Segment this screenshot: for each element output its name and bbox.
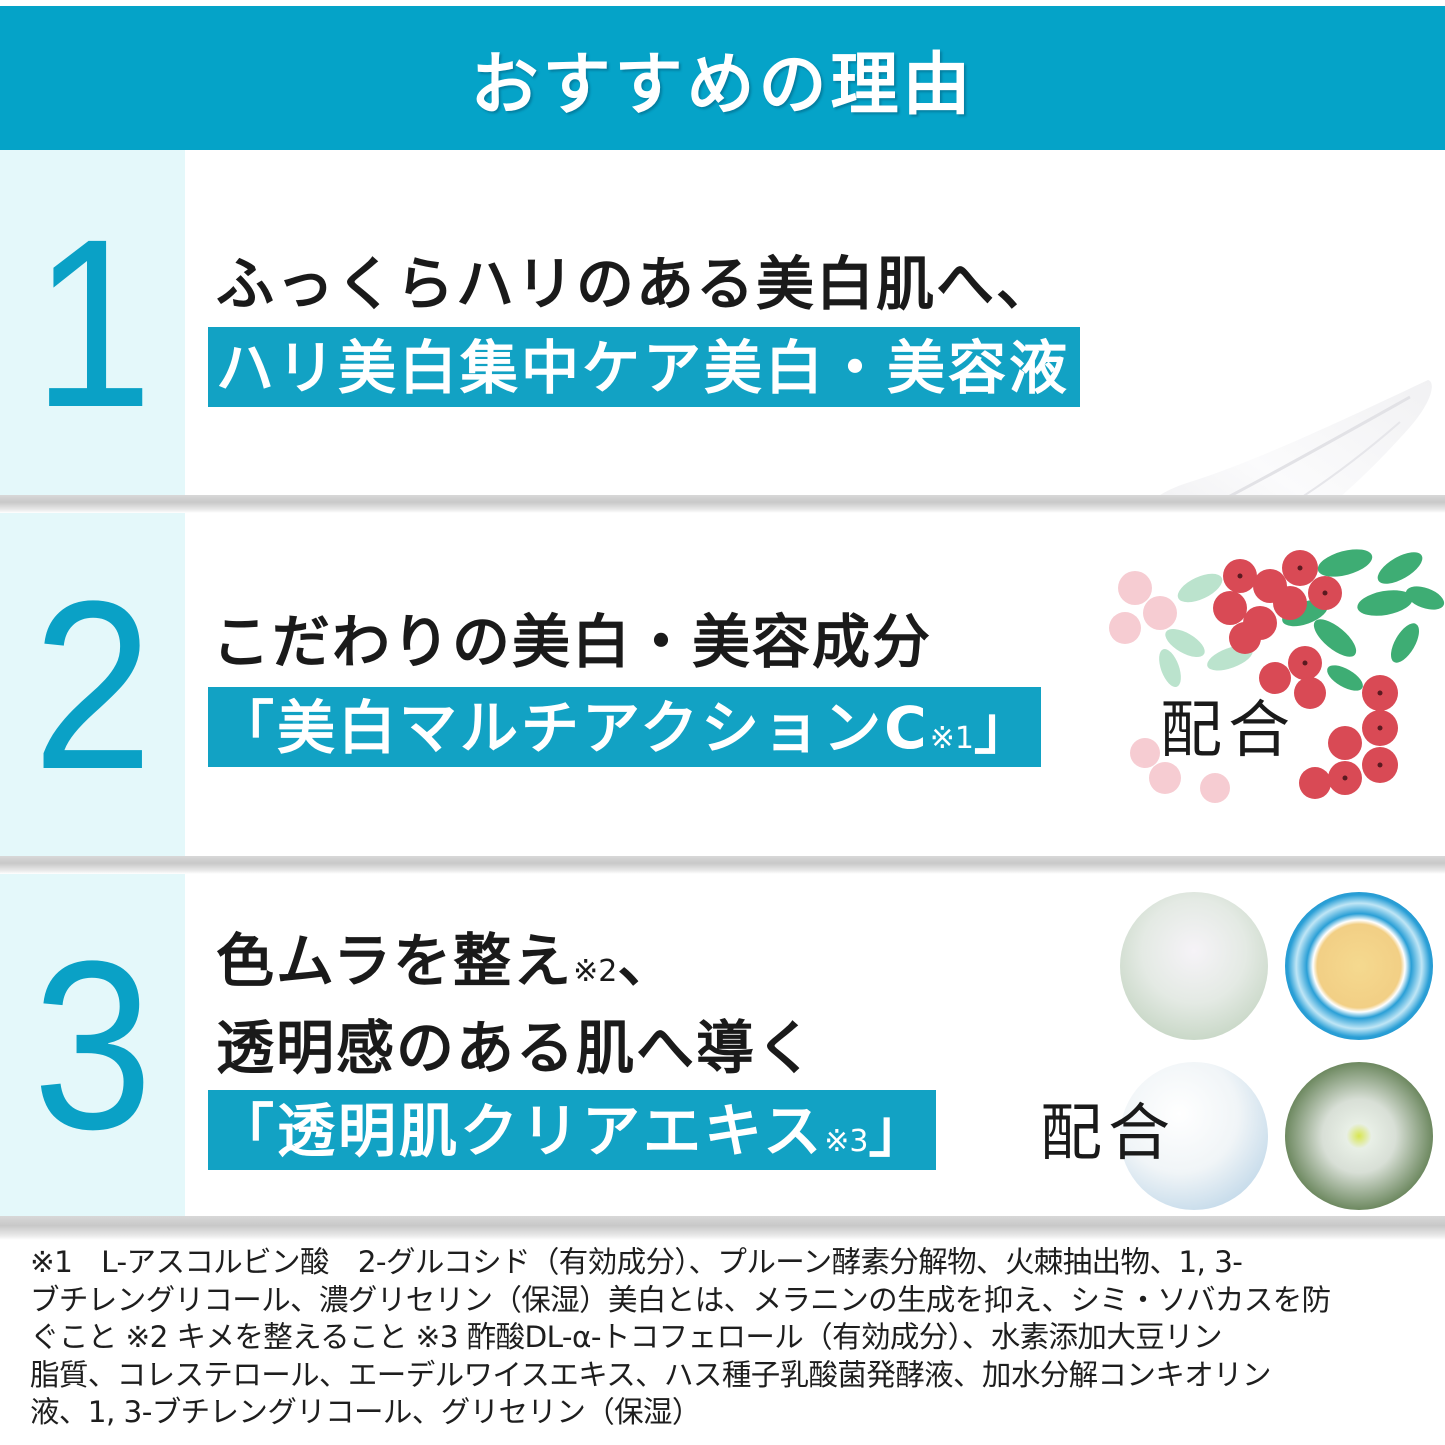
edelweiss-flower-icon — [1285, 1062, 1433, 1210]
bracket-close: 」 — [973, 694, 1035, 762]
reason-number: 1 — [32, 188, 153, 457]
reason-number: 2 — [32, 550, 153, 819]
reason-suffix: 配合 — [1040, 1096, 1177, 1169]
headline-text: 色ムラを整え — [216, 927, 574, 995]
reason-highlight: 「透明肌クリアエキス※3」 — [208, 1090, 936, 1170]
reason-panel-3: 3 色ムラを整え※2、 透明感のある肌へ導く 「透明肌クリアエキス※3」 配合 — [0, 874, 1445, 1216]
reason-panel-1: 1 ふっくらハリのある美白肌へ、 ハリ美白集中ケア美白・美容液 — [0, 150, 1445, 495]
footnotes: ※1 L-アスコルビン酸 2-グルコシド（有効成分）、プルーン酵素分解物、火棘抽… — [30, 1244, 1420, 1432]
highlight-text: ハリ美白集中ケア美白・美容液 — [216, 334, 1071, 402]
ingredient-images — [1115, 892, 1445, 1212]
footnote-line: ※1 L-アスコルビン酸 2-グルコシド（有効成分）、プルーン酵素分解物、火棘抽… — [30, 1245, 1243, 1279]
page-title: おすすめの理由 — [470, 45, 975, 125]
cream-swatch-icon — [1110, 372, 1440, 495]
reason-headline-2: 透明感のある肌へ導く — [216, 1014, 817, 1082]
reason-highlight: ハリ美白集中ケア美白・美容液 — [208, 327, 1081, 407]
header-banner: おすすめの理由 — [0, 6, 1445, 150]
bracket-open: 「 — [216, 694, 278, 762]
footnote-ref: ※1 — [929, 721, 974, 756]
lotus-flower-icon — [1120, 892, 1268, 1040]
headline-comma: 、 — [617, 927, 678, 995]
reason-headline: こだわりの美白・美容成分 — [212, 608, 933, 676]
highlight-text: 美白マルチアクションC — [277, 694, 930, 762]
reason-headline: ふっくらハリのある美白肌へ、 — [216, 250, 1057, 318]
footnote-ref: ※2 — [573, 954, 618, 989]
reason-highlight: 「美白マルチアクションC※1」 — [208, 687, 1041, 767]
footnote-line: 脂質、コレステロール、エーデルワイスエキス、ハス種子乳酸菌発酵液、加水分解コンキ… — [30, 1357, 1272, 1392]
footnote-line: ぐこと ※2 キメを整えること ※3 酢酸DL-α-トコフェロール（有効成分）、… — [30, 1320, 1223, 1354]
reason-headline-1: 色ムラを整え※2、 — [216, 932, 677, 990]
reason-number-column: 2 — [0, 513, 185, 856]
section-divider — [0, 495, 1445, 513]
soybean-water-icon — [1120, 1062, 1268, 1210]
egg-collagen-icon — [1285, 892, 1433, 1040]
footnote-line: ブチレングリコール、濃グリセリン（保湿）美白とは、メラニンの生成を抑え、シミ・ソ… — [30, 1282, 1331, 1317]
reason-panel-2: 2 — [0, 513, 1445, 856]
bracket-open: 「 — [216, 1097, 278, 1165]
red-berries-icon — [1105, 528, 1445, 828]
reason-suffix: 配合 — [1160, 693, 1297, 766]
bracket-close: 」 — [868, 1097, 930, 1165]
footnote-ref: ※3 — [824, 1124, 869, 1159]
reason-number-column: 1 — [0, 150, 185, 495]
footnote-line: 液、1, 3-ブチレングリコール、グリセリン（保湿） — [30, 1395, 701, 1429]
highlight-text: 透明肌クリアエキス — [277, 1097, 825, 1165]
section-divider — [0, 1216, 1445, 1240]
section-divider — [0, 856, 1445, 874]
reason-number: 3 — [32, 911, 153, 1179]
reason-number-column: 3 — [0, 874, 185, 1216]
